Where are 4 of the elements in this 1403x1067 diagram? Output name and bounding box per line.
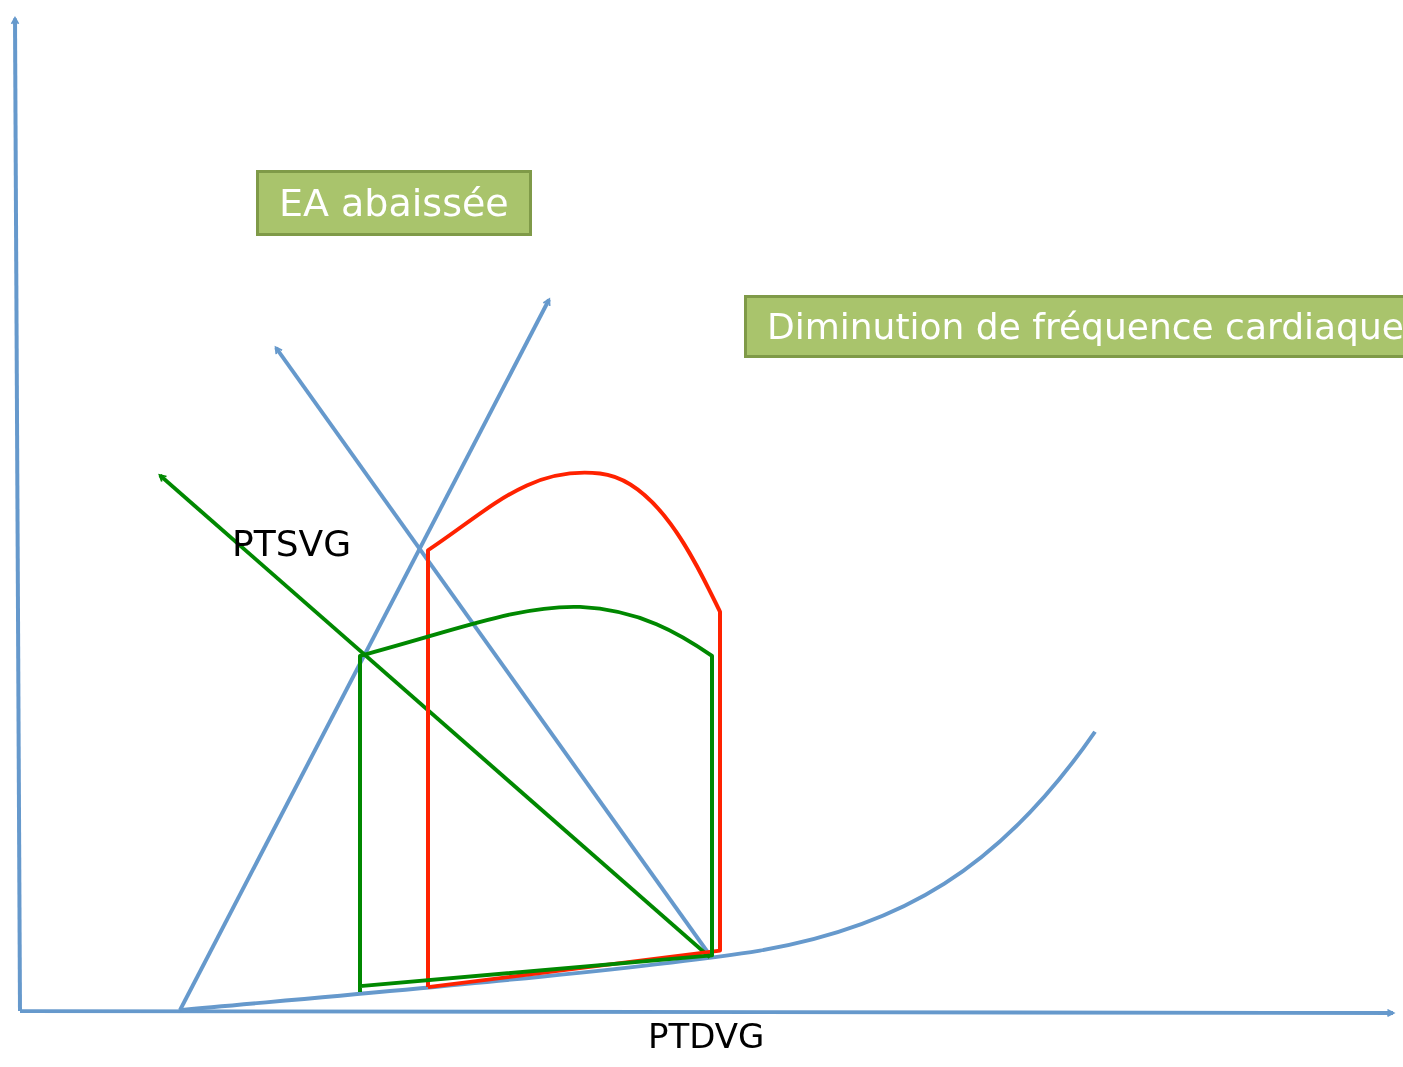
label-box: EA abaissée (256, 170, 532, 236)
axis-label: PTDVG (648, 1016, 765, 1056)
axis-label: PTSVG (232, 523, 352, 564)
label-box: Diminution de fréquence cardiaque (744, 295, 1403, 358)
